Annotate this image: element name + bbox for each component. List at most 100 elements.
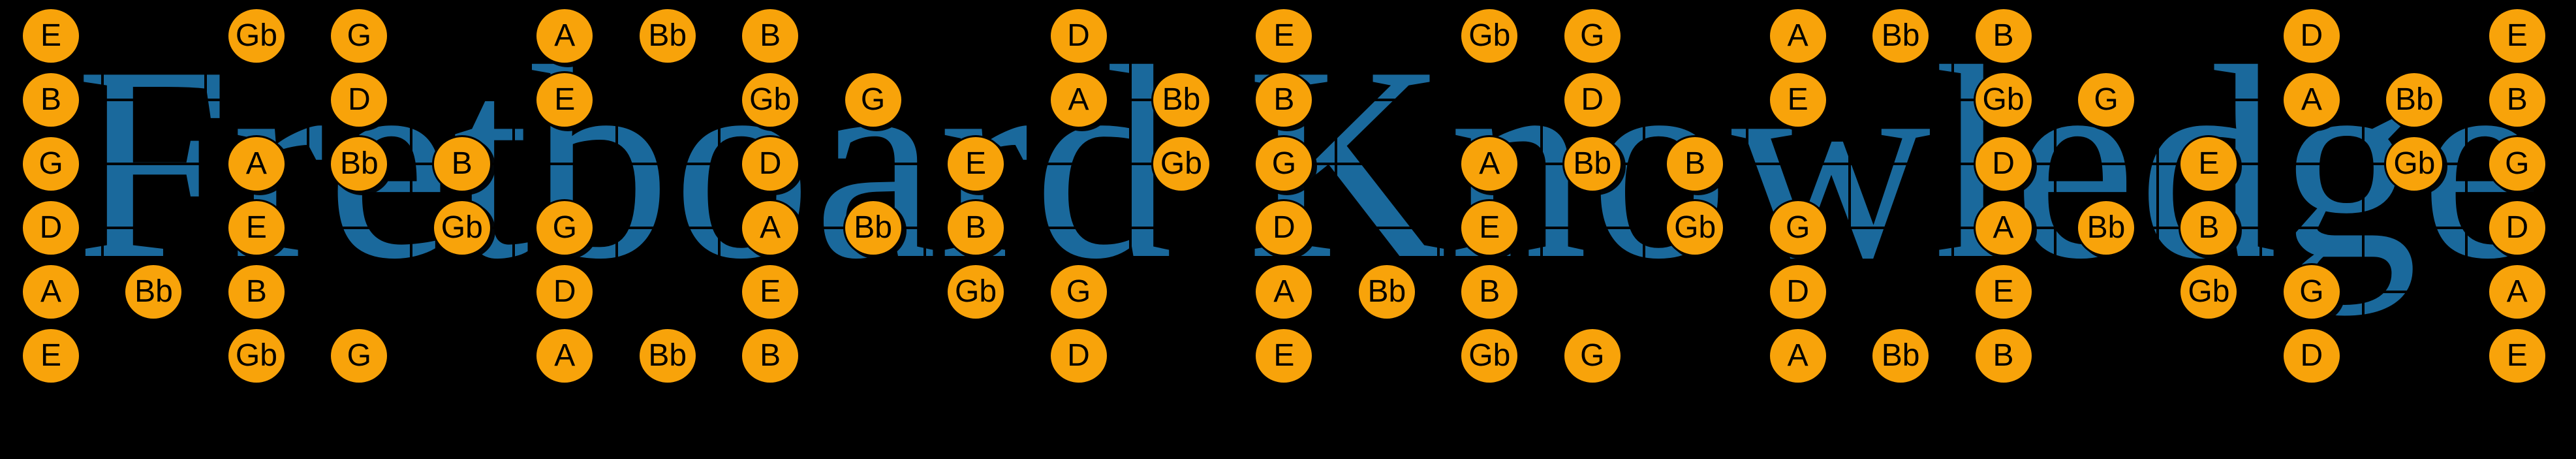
- note-marker: E: [2179, 135, 2239, 193]
- fret-line-1: [101, 35, 104, 357]
- note-marker: A: [1048, 71, 1109, 129]
- note-marker: E: [21, 327, 81, 385]
- note-marker: D: [1767, 263, 1828, 321]
- note-marker: G: [2076, 71, 2136, 129]
- note-marker: Gb: [1973, 71, 2034, 129]
- string-line-2: [102, 99, 2576, 101]
- fret-line-13: [1334, 35, 1337, 357]
- note-marker: G: [535, 199, 595, 257]
- note-marker: Bb: [1356, 263, 1417, 321]
- string-line-4: [102, 227, 2576, 229]
- note-marker: A: [1767, 327, 1828, 385]
- note-marker: Bb: [2384, 71, 2445, 129]
- fret-line-25: [2568, 35, 2571, 357]
- fret-line-23: [2362, 35, 2365, 357]
- note-marker: Gb: [1459, 7, 1520, 65]
- note-marker: B: [1459, 263, 1520, 321]
- note-marker: D: [329, 71, 390, 129]
- note-marker: D: [2281, 7, 2342, 65]
- note-marker: E: [1254, 327, 1314, 385]
- note-marker: B: [1973, 7, 2034, 65]
- note-marker: Gb: [946, 263, 1006, 321]
- note-marker: Gb: [1665, 199, 1726, 257]
- note-marker: Bb: [637, 327, 698, 385]
- note-marker: A: [226, 135, 287, 193]
- note-marker: D: [21, 199, 81, 257]
- fret-line-20: [2054, 35, 2056, 357]
- note-marker: A: [2487, 263, 2547, 321]
- note-marker: E: [226, 199, 287, 257]
- note-marker: D: [535, 263, 595, 321]
- note-marker: B: [946, 199, 1006, 257]
- fret-line-17: [1745, 35, 1748, 357]
- note-marker: B: [740, 7, 801, 65]
- note-marker: Bb: [123, 263, 184, 321]
- note-marker: Gb: [226, 7, 287, 65]
- fret-line-19: [1951, 35, 1954, 357]
- note-marker: Bb: [1870, 327, 1931, 385]
- note-marker: G: [1048, 263, 1109, 321]
- fret-line-12: [1232, 35, 1235, 357]
- note-marker: E: [740, 263, 801, 321]
- note-marker: E: [2487, 7, 2547, 65]
- note-marker: A: [1254, 263, 1314, 321]
- note-marker: Bb: [637, 7, 698, 65]
- note-marker: E: [1767, 71, 1828, 129]
- note-marker: A: [1459, 135, 1520, 193]
- note-marker: G: [843, 71, 903, 129]
- note-marker: B: [1254, 71, 1314, 129]
- note-marker: B: [226, 263, 287, 321]
- note-marker: G: [1562, 7, 1622, 65]
- fret-line-21: [2156, 35, 2160, 357]
- note-marker: D: [2487, 199, 2547, 257]
- note-marker: B: [1665, 135, 1726, 193]
- fret-line-5: [512, 35, 516, 357]
- note-marker: E: [946, 135, 1006, 193]
- note-marker: G: [329, 7, 390, 65]
- note-marker: A: [21, 263, 81, 321]
- note-marker: B: [21, 71, 81, 129]
- fret-line-6: [615, 35, 618, 357]
- note-marker: Gb: [431, 199, 492, 257]
- note-marker: B: [2487, 71, 2547, 129]
- note-marker: Bb: [1562, 135, 1622, 193]
- note-marker: B: [2179, 199, 2239, 257]
- note-marker: D: [1973, 135, 2034, 193]
- fret-line-22: [2259, 35, 2262, 357]
- note-marker: Bb: [2076, 199, 2136, 257]
- fret-line-9: [923, 35, 927, 357]
- note-marker: Gb: [226, 327, 287, 385]
- note-marker: D: [740, 135, 801, 193]
- fret-line-14: [1437, 35, 1440, 357]
- fret-line-7: [718, 35, 721, 357]
- fret-line-16: [1643, 35, 1646, 357]
- note-marker: Gb: [1459, 327, 1520, 385]
- string-line-1: [102, 35, 2576, 37]
- note-marker: B: [740, 327, 801, 385]
- note-marker: D: [1048, 327, 1109, 385]
- note-marker: Gb: [2384, 135, 2445, 193]
- note-marker: A: [2281, 71, 2342, 129]
- note-marker: E: [535, 71, 595, 129]
- note-marker: Gb: [740, 71, 801, 129]
- note-marker: G: [2487, 135, 2547, 193]
- note-marker: A: [535, 7, 595, 65]
- note-marker: A: [1973, 199, 2034, 257]
- fret-line-2: [204, 35, 207, 357]
- note-marker: G: [1767, 199, 1828, 257]
- note-marker: Bb: [1151, 71, 1211, 129]
- note-marker: D: [1254, 199, 1314, 257]
- note-marker: B: [431, 135, 492, 193]
- note-marker: Bb: [329, 135, 390, 193]
- note-marker: G: [1562, 327, 1622, 385]
- note-marker: D: [1048, 7, 1109, 65]
- note-marker: E: [1254, 7, 1314, 65]
- note-marker: G: [21, 135, 81, 193]
- note-marker: D: [1562, 71, 1622, 129]
- note-marker: Bb: [1870, 7, 1931, 65]
- fret-line-24: [2464, 35, 2468, 357]
- fret-line-8: [820, 35, 824, 357]
- note-marker: G: [2281, 263, 2342, 321]
- note-marker: G: [1254, 135, 1314, 193]
- fret-line-11: [1128, 35, 1132, 357]
